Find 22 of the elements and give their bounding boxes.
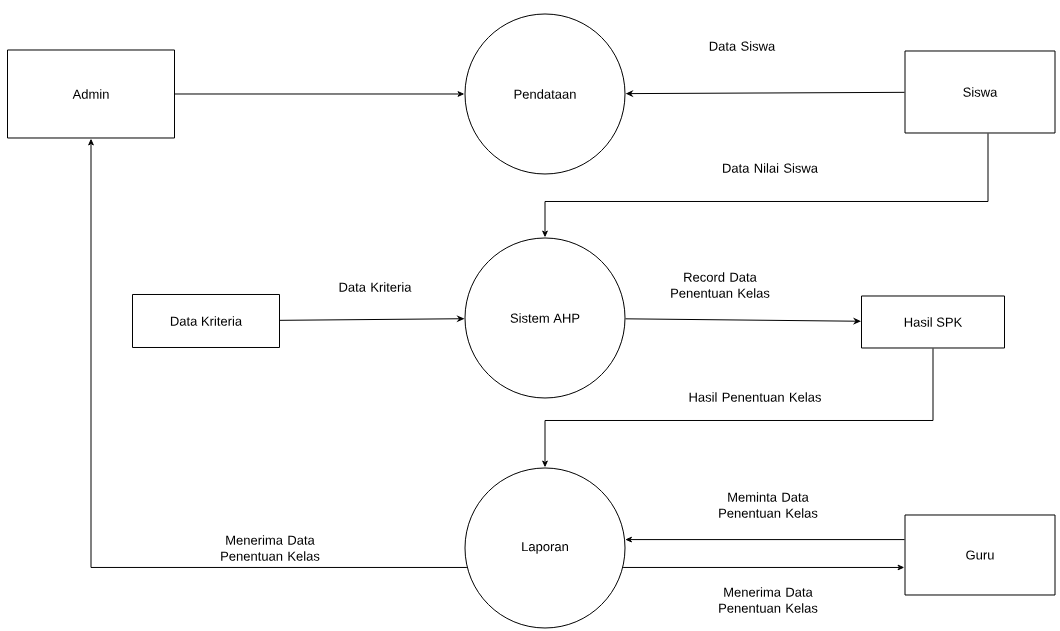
arrow [279, 315, 464, 322]
entity-box: Hasil SPK [861, 295, 1005, 349]
entity-box: Data Kriteria [132, 294, 280, 348]
edge-label: Data Nilai Siswa [723, 163, 818, 173]
edge-label: Menerima Data Penentuan Kelas [221, 535, 320, 561]
edge-label: Data Kriteria [339, 282, 412, 292]
arrow [625, 536, 905, 543]
arrow [625, 318, 861, 324]
arrow [542, 348, 934, 467]
arrow [88, 139, 468, 568]
arrow [622, 564, 904, 571]
edge-label: Record Data Penentuan Kelas [671, 272, 770, 298]
edge-label: Data Siswa [709, 41, 776, 51]
arrow [174, 91, 464, 97]
arrow [626, 90, 905, 97]
entity-box: Siswa [904, 50, 1056, 134]
entity-box: Guru [904, 514, 1056, 596]
arrow [542, 133, 989, 237]
edge-label: Menerima Data Penentuan Kelas [719, 587, 818, 613]
edge-label: Hasil Penentuan Kelas [689, 392, 821, 402]
edge-label: Meminta Data Penentuan Kelas [719, 492, 818, 518]
entity-box: Admin [7, 49, 175, 139]
